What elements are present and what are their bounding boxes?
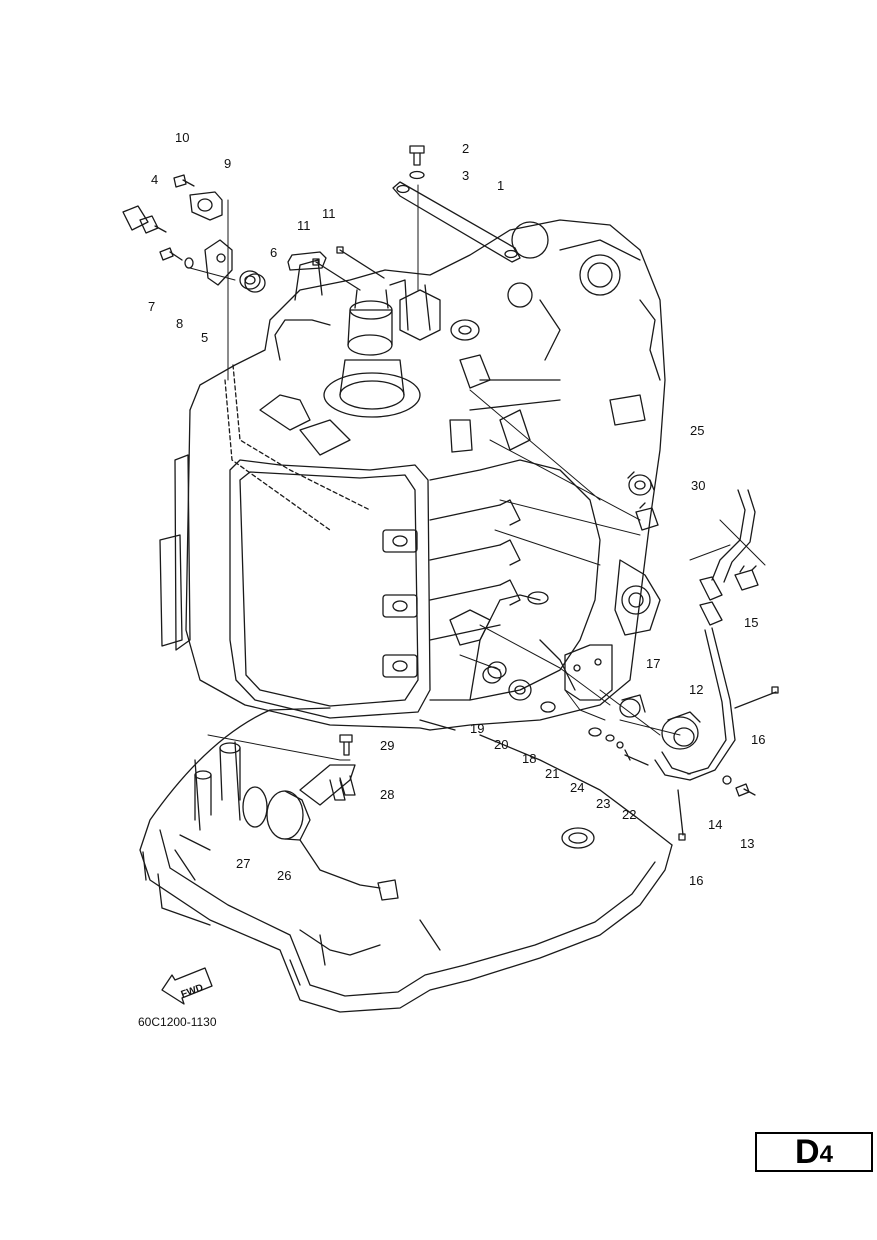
part-18-bracket: [540, 644, 613, 713]
callout-26: 26: [277, 868, 292, 883]
callout-29: 29: [380, 738, 395, 753]
callout-21: 21: [545, 766, 560, 781]
part-30-clip: [635, 502, 659, 531]
callout-11b: 11: [322, 206, 336, 221]
leader-lines: [189, 184, 766, 761]
part-6-grommet: [239, 270, 266, 293]
callout-27: 27: [236, 856, 251, 871]
callout-18: 18: [522, 751, 537, 766]
part-8-washer: [184, 257, 194, 269]
callout-10: 10: [175, 130, 190, 145]
part-16-cable-tie: [677, 686, 779, 841]
part-17-clip: [619, 694, 646, 718]
bottom-cowling: [139, 707, 673, 1013]
part-28-bracket: [299, 764, 356, 806]
callout-13: 13: [740, 836, 755, 851]
part-26-oil-sender: [266, 790, 399, 901]
part-1-stay: [392, 181, 521, 263]
part-27-o-ring: [242, 786, 268, 828]
callout-4: 4: [151, 172, 159, 187]
callout-15: 15: [744, 615, 759, 630]
page-badge: D 4: [755, 1132, 873, 1172]
callout-23: 23: [596, 796, 611, 811]
callout-30: 30: [691, 478, 706, 493]
page-badge-number: 4: [819, 1141, 833, 1168]
part-21-washer: [588, 727, 602, 737]
part-23-washer: [616, 741, 624, 749]
callout-1: 1: [497, 178, 505, 193]
part-4-sensor: [122, 205, 167, 234]
part-22-screw: [624, 749, 649, 766]
callout-11a: 11: [297, 218, 311, 233]
external-wire-harness: [654, 489, 756, 781]
part-24-washer: [605, 734, 615, 742]
part-19-collar: [482, 661, 507, 684]
part-7-bolt: [159, 247, 183, 261]
drawing-code: 60C1200-1130: [138, 1015, 217, 1029]
page-badge-letter: D: [795, 1132, 820, 1171]
callout-5: 5: [201, 330, 209, 345]
part-25-sender: [627, 471, 655, 496]
callout-25: 25: [690, 423, 705, 438]
callout-16b: 16: [689, 873, 704, 888]
part-29-screw: [339, 734, 353, 756]
callout-12: 12: [689, 682, 704, 697]
callout-7: 7: [148, 299, 156, 314]
callout-22: 22: [622, 807, 637, 822]
callout-16a: 16: [751, 732, 766, 747]
part-2-bolt: [409, 145, 425, 166]
callout-9: 9: [224, 156, 232, 171]
part-3-washer: [409, 170, 425, 180]
part-9-clamp: [189, 191, 223, 221]
part-14-washer: [722, 775, 732, 785]
callout-24: 24: [570, 780, 585, 795]
callout-6: 6: [270, 245, 278, 260]
callout-19: 19: [470, 721, 485, 736]
wire-harness: [224, 364, 371, 531]
part-15-clip: [734, 565, 759, 591]
part-12-connector: [661, 711, 701, 750]
callout-20: 20: [494, 737, 509, 752]
part-11-cable-ties: [312, 246, 385, 291]
callout-28: 28: [380, 787, 395, 802]
part-5-bracket: [204, 239, 233, 286]
callout-2: 2: [462, 141, 470, 156]
fwd-label: FWD: [180, 982, 205, 1000]
callout-3: 3: [462, 168, 470, 183]
fwd-arrow: [161, 967, 213, 1005]
callout-17: 17: [646, 656, 661, 671]
part-10-screw: [173, 174, 195, 188]
callout-14: 14: [708, 817, 723, 832]
part-20-grommet: [508, 679, 532, 701]
engine-block: [159, 219, 666, 731]
callout-8: 8: [176, 316, 184, 331]
part-13-screw: [735, 783, 756, 797]
